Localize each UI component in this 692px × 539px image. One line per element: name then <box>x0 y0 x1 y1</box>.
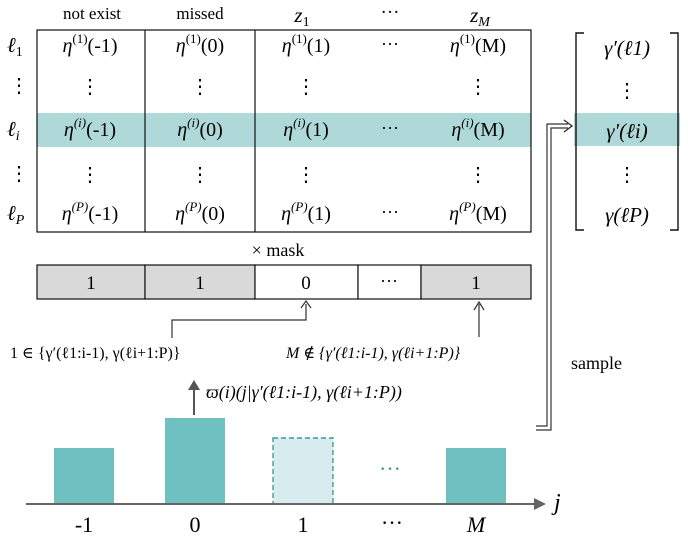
mask-value-2: 1 <box>195 273 205 294</box>
arrow-not-in-set-head <box>473 300 485 311</box>
mask-cell-5 <box>420 264 532 300</box>
annotation-in-set: 1 ∈ {γ′(ℓ1:i-1), γ(ℓi+1:P)} <box>10 345 181 362</box>
output-vector: γ′(ℓ1) ⋮ γ′(ℓi) ⋮ γ(ℓP) <box>574 32 680 231</box>
cell-1-zM: η(1)(M) <box>450 31 506 57</box>
bar-label-M: M <box>466 512 487 537</box>
bar-labels: -1 0 1 ··· M <box>75 510 487 537</box>
vector-left-bracket <box>575 32 584 231</box>
vdots-a-2: ⋮ <box>190 76 210 98</box>
vector-vdots-1: ⋮ <box>617 80 637 102</box>
row-labels: ℓ1 ⋮ ℓi ⋮ ℓP <box>7 33 29 228</box>
cell-i-dots: ··· <box>381 118 399 138</box>
cell-1-dots: ··· <box>381 34 399 54</box>
header-dots: ··· <box>381 2 400 23</box>
vector-entry-top: γ′(ℓ1) <box>604 36 650 60</box>
vdots-b-3: ⋮ <box>296 164 316 186</box>
bar-label-minus1: -1 <box>75 512 93 537</box>
mask-row: 1 1 0 ··· 1 <box>36 264 532 300</box>
vector-entry-bot: γ(ℓP) <box>605 203 649 227</box>
arrow-in-set-head <box>300 299 312 309</box>
row-label-vdots-1: ⋮ <box>9 75 29 97</box>
matrix-row-P: η(P)(-1) η(P)(0) η(P)(1) ··· η(P)(M) <box>62 199 507 225</box>
cell-i-missed: η(i)(0) <box>177 115 223 141</box>
cell-P-zM: η(P)(M) <box>449 199 507 225</box>
mask-value-1: 1 <box>86 273 96 294</box>
bar-0 <box>165 418 225 504</box>
row-label-P: ℓP <box>7 201 25 228</box>
cell-i-zM: η(i)(M) <box>451 115 504 141</box>
mask-cell-4 <box>357 264 422 300</box>
header-missed: missed <box>176 4 224 23</box>
annotation-distribution: ϖ(i)(j|γ′(ℓ1:i-1), γ(ℓi+1:P)) <box>206 382 402 403</box>
vdots-b-2: ⋮ <box>190 164 210 186</box>
mask-value-3: 0 <box>301 273 311 294</box>
vector-vdots-2: ⋮ <box>617 164 637 186</box>
cell-1-notexist: η(1)(-1) <box>62 31 117 57</box>
arrow-in-set <box>171 304 307 338</box>
cell-P-dots: ··· <box>381 202 399 222</box>
mask-label: × mask <box>252 240 305 260</box>
mask-value-5: 1 <box>471 273 481 294</box>
header-zM: zM <box>469 3 491 30</box>
row-label-1: ℓ1 <box>7 33 23 60</box>
matrix-vdots-a: ⋮ ⋮ ⋮ ⋮ <box>80 76 488 98</box>
vector-entry-mid: γ′(ℓi) <box>606 119 647 143</box>
matrix-border <box>36 29 532 233</box>
distribution-bars: ··· j <box>26 418 561 516</box>
matrix-row-1: η(1)(-1) η(1)(0) η(1)(1) ··· η(1)(M) <box>62 31 506 57</box>
header-not-exist: not exist <box>63 4 121 23</box>
bar-label-1: 1 <box>298 512 309 537</box>
vdots-b-1: ⋮ <box>80 164 100 186</box>
x-axis-arrowhead <box>534 498 546 510</box>
cell-P-notexist: η(P)(-1) <box>62 199 119 225</box>
cell-1-z1: η(1)(1) <box>282 31 330 57</box>
cell-P-z1: η(P)(1) <box>281 199 331 225</box>
column-headers: not exist missed z1 ··· zM <box>63 2 491 30</box>
bar-minus1 <box>54 448 114 504</box>
cell-i-notexist: η(i)(-1) <box>64 115 116 141</box>
annotation-not-in-set: M ∉ {γ′(ℓ1:i-1), γ(ℓi+1:P)} <box>285 345 461 362</box>
header-z1: z1 <box>293 3 309 30</box>
vdots-a-5: ⋮ <box>468 76 488 98</box>
dist-arrow-head <box>188 380 200 390</box>
bar-label-dots: ··· <box>381 510 403 535</box>
sample-label: sample <box>571 353 622 373</box>
row-label-vdots-2: ⋮ <box>9 163 29 185</box>
highlight-row-i <box>37 113 531 147</box>
vector-highlight <box>574 113 680 146</box>
eta-matrix <box>36 29 532 233</box>
vdots-a-3: ⋮ <box>296 76 316 98</box>
cell-P-missed: η(P)(0) <box>175 199 225 225</box>
bar-dots: ··· <box>379 456 401 481</box>
sample-arrow-head <box>563 119 574 133</box>
sample-arrow <box>536 123 568 431</box>
bar-label-0: 0 <box>190 512 201 537</box>
vdots-b-5: ⋮ <box>468 164 488 186</box>
cell-1-missed: η(1)(0) <box>176 31 224 57</box>
x-axis-label: j <box>551 490 561 516</box>
cell-i-z1: η(i)(1) <box>283 115 329 141</box>
matrix-row-i: η(i)(-1) η(i)(0) η(i)(1) ··· η(i)(M) <box>64 115 505 141</box>
vdots-a-1: ⋮ <box>80 76 100 98</box>
mask-value-4: ··· <box>380 271 398 291</box>
matrix-vdots-b: ⋮ ⋮ ⋮ ⋮ <box>80 164 488 186</box>
bar-M <box>446 448 506 504</box>
mask-cell-1 <box>36 264 146 300</box>
row-label-i: ℓi <box>7 117 20 144</box>
vector-right-bracket <box>670 32 679 231</box>
bar-1 <box>272 437 334 505</box>
